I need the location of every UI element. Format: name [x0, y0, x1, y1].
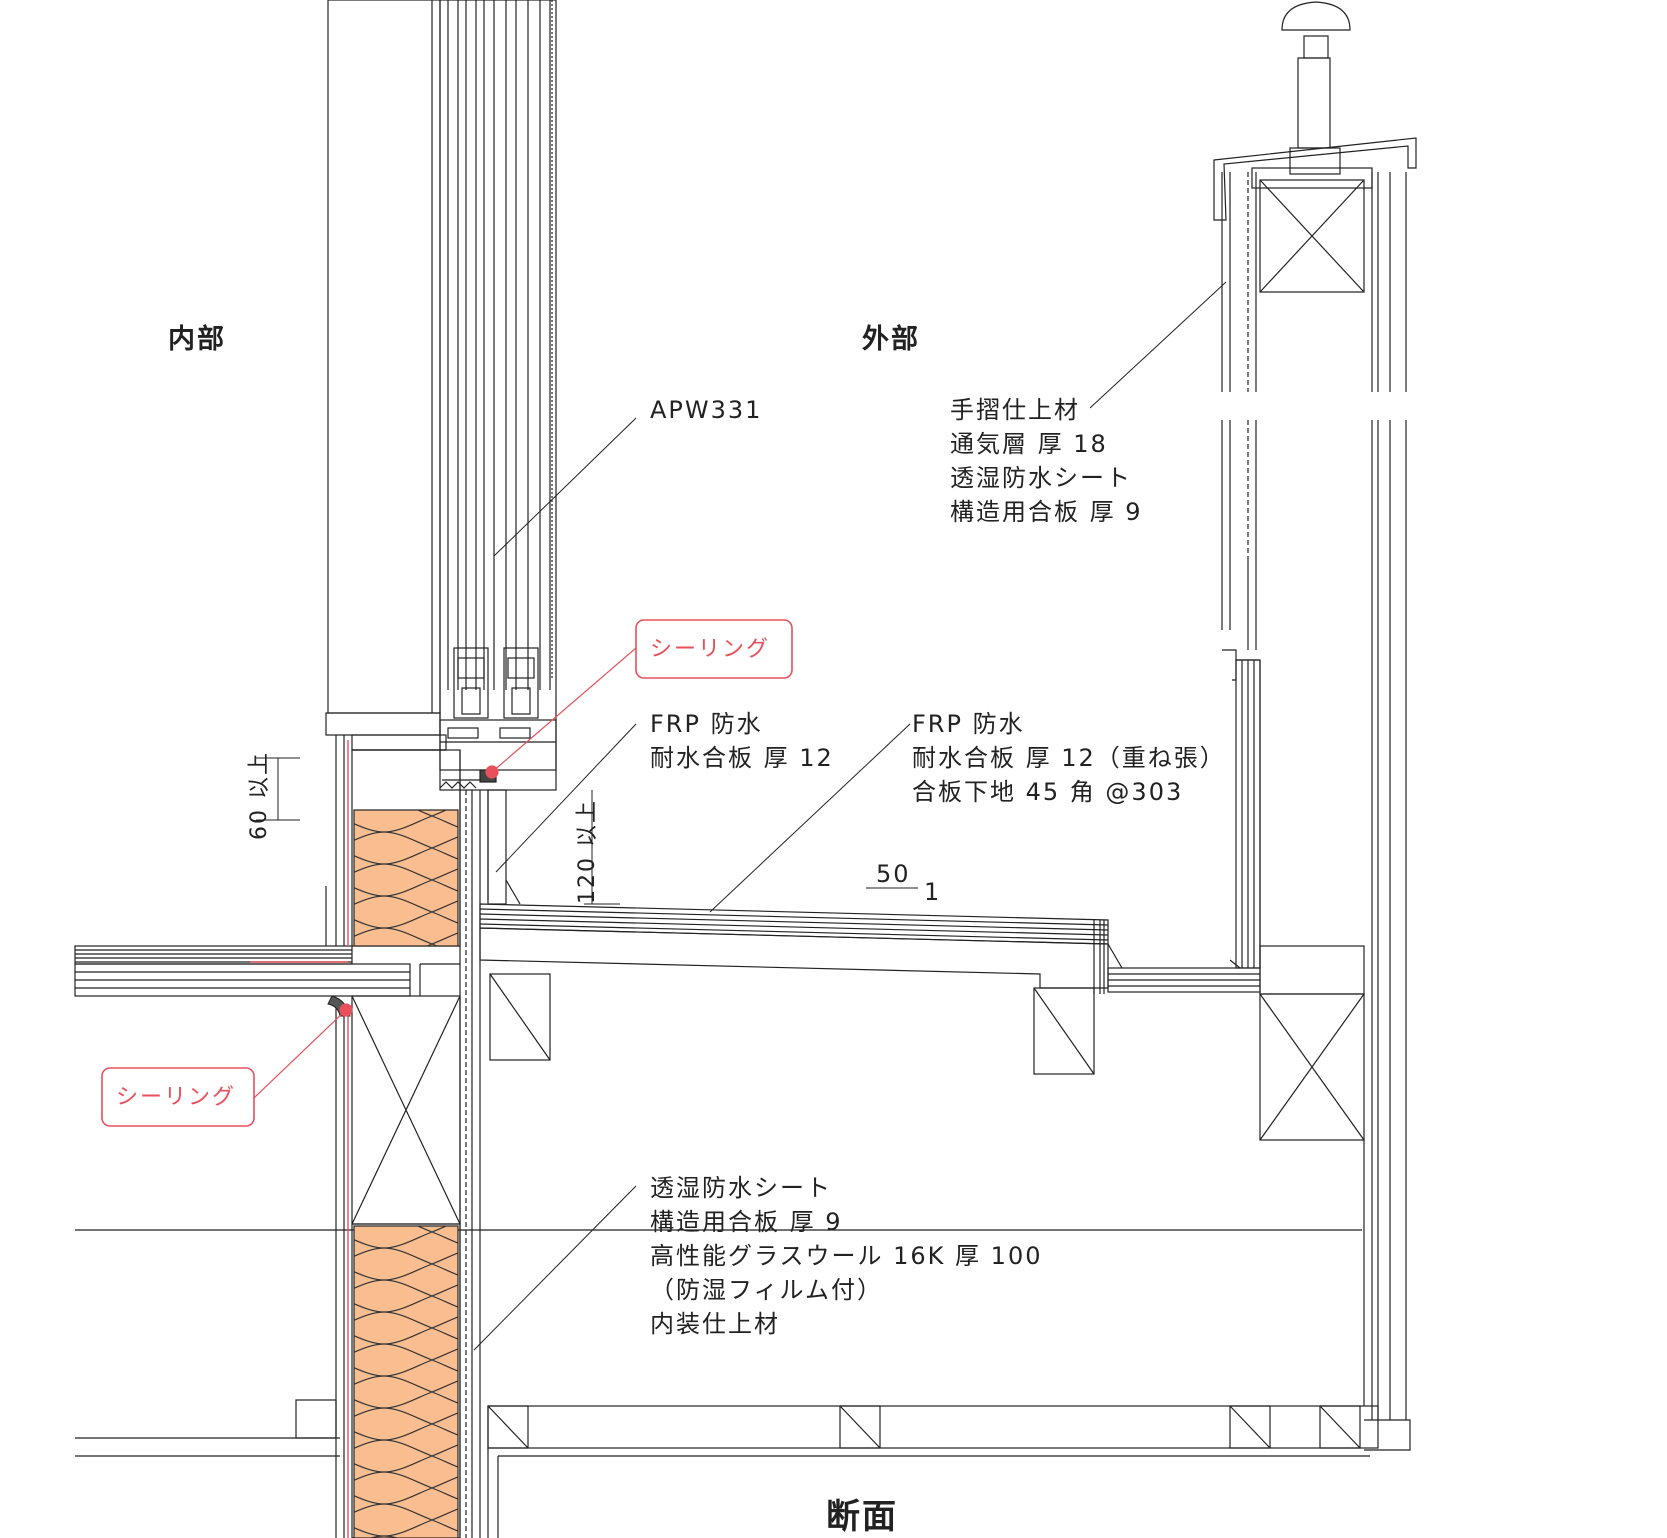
insulation [353, 809, 459, 1538]
label-frp-left-line: 耐水合板 厚 12 [650, 744, 834, 772]
sealing-callout-bottom [101, 1067, 255, 1127]
balcony-deck [479, 789, 1379, 1538]
label-sealing-bottom: シーリング [116, 1085, 236, 1110]
label-slope-run: 50 [876, 860, 911, 888]
label-exterior: 外部 [862, 323, 920, 355]
dimension-lines [256, 757, 918, 905]
label-dim-60: 60 以上 [247, 751, 272, 840]
label-handrail-line: 手摺仕上材 [950, 396, 1080, 424]
label-handrail-line: 透湿防水シート [950, 464, 1132, 492]
sealing-leaders [253, 647, 637, 1099]
label-dim-120: 120 以上 [575, 799, 600, 904]
label-handrail-line: 構造用合板 厚 9 [950, 498, 1143, 526]
label-frp-left-line: FRP 防水 [650, 710, 763, 738]
caption: 断面 [826, 1497, 898, 1537]
window-unit [325, 0, 557, 791]
label-wall-line: 内装仕上材 [650, 1310, 780, 1338]
exterior-wall [325, 735, 489, 1538]
label-wall-line: （防湿フィルム付） [650, 1276, 883, 1304]
label-frp-right-line: FRP 防水 [912, 710, 1025, 738]
label-wall-line: 高性能グラスウール 16K 厚 100 [650, 1242, 1043, 1270]
label-slope-rise: 1 [924, 878, 941, 906]
parapet-wall [1213, 1, 1417, 1451]
label-frp-right-line: 合板下地 45 角 @303 [912, 778, 1183, 806]
label-sealing-top: シーリング [650, 637, 770, 662]
leader-lines [473, 281, 1227, 1351]
label-interior: 内部 [168, 323, 226, 355]
label-wall-line: 透湿防水シート [650, 1174, 832, 1202]
label-handrail-line: 通気層 厚 18 [950, 430, 1108, 458]
label-window-model: APW331 [650, 396, 762, 424]
sealing-callout-top [635, 619, 793, 679]
vapor-barrier-lines [250, 740, 349, 1538]
label-wall-line: 構造用合板 厚 9 [650, 1208, 843, 1236]
label-frp-right-line: 耐水合板 厚 12（重ね張） [912, 744, 1226, 772]
